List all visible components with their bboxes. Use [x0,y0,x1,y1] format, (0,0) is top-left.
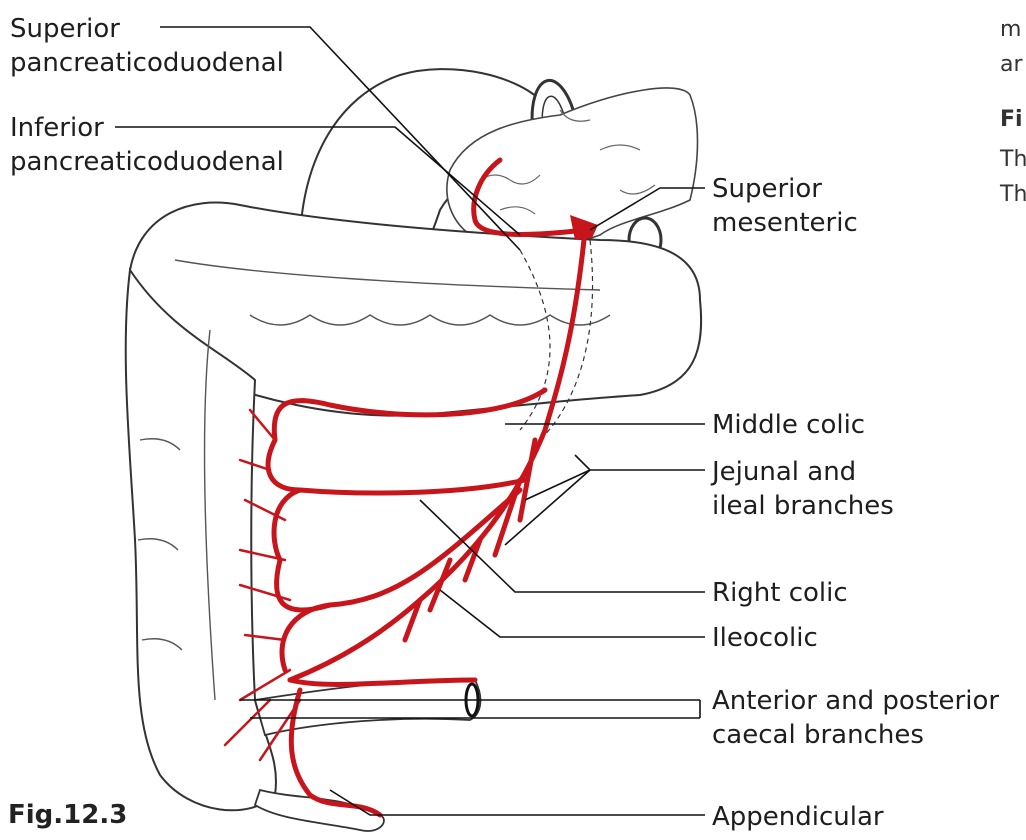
side-text-fragment: Th [1000,147,1026,172]
label-jejunal-ileal: Jejunal and ileal branches [712,455,894,523]
label-line: caecal branches [712,720,924,750]
label-appendicular: Appendicular [712,802,884,832]
label-line: Inferior [10,113,104,143]
label-middle-colic: Middle colic [712,410,866,440]
arteries [265,157,588,818]
side-text-fragment: Th [1000,182,1026,207]
label-line: Superior [10,14,120,44]
side-text-fragment: Fi [1000,107,1023,132]
leader-lines [115,26,705,816]
jejunal-branch-2 [492,477,523,558]
side-text-fragment: m [1000,17,1022,42]
label-inferior-pancreaticoduodenal: Inferior pancreaticoduodenal [10,111,284,179]
label-line: Superior [712,174,822,204]
middle-colic-artery [271,387,548,443]
terminal-ileum [253,678,482,737]
ileocolic-artery [279,487,523,673]
superior-pancreaticoduodenal-artery [471,157,588,237]
side-text-fragment: ar [1000,52,1023,77]
label-line: Anterior and posterior [712,686,1000,716]
label-line: pancreaticoduodenal [10,48,284,78]
appendicular-artery [288,687,383,818]
label-right-colic: Right colic [712,578,848,608]
label-line: Jejunal and [712,457,857,487]
label-line: pancreaticoduodenal [10,147,284,177]
label-line: mesenteric [712,208,858,238]
label-superior-mesenteric: Superior mesenteric [712,172,858,240]
label-line: ileal branches [712,491,894,521]
figure-number: Fig.12.3 [8,800,128,830]
label-ileocolic: Ileocolic [712,623,818,653]
jejunal-branch-1 [517,437,538,523]
label-caecal-branches: Anterior and posterior caecal branches [712,684,999,752]
label-superior-pancreaticoduodenal: Superior pancreaticoduodenal [10,12,284,80]
right-colic-artery [271,477,528,563]
